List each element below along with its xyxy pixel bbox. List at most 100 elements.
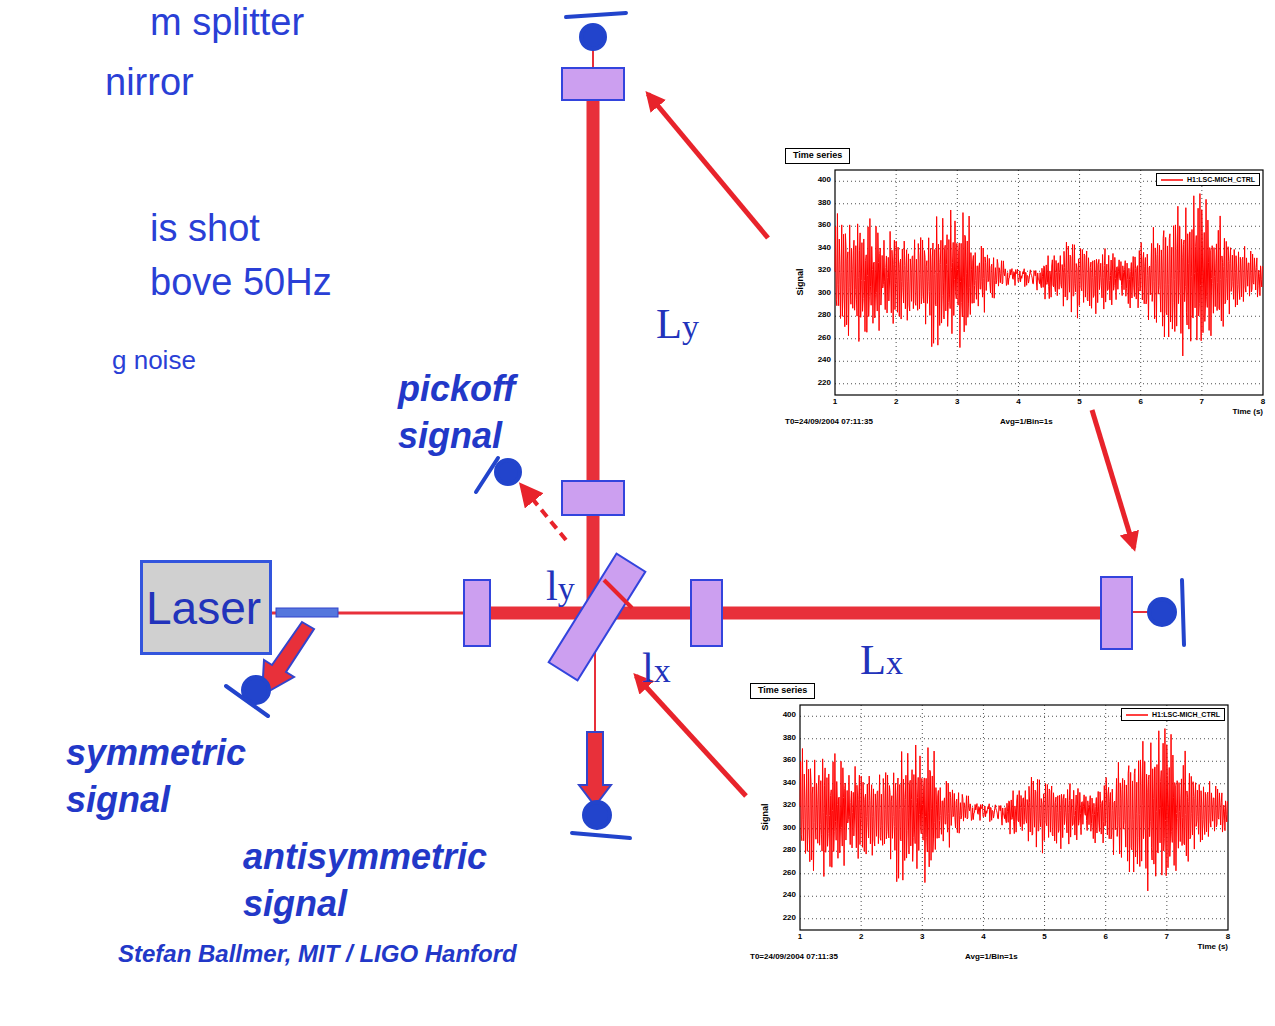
plot-legend: H1:LSC-MICH_CTRL bbox=[1121, 708, 1225, 721]
axis-tick: 400 bbox=[801, 176, 831, 185]
axis-tick: 240 bbox=[766, 891, 796, 900]
grid-line bbox=[835, 203, 1263, 204]
y-input-mirror bbox=[562, 481, 624, 515]
detector-plate bbox=[1182, 580, 1184, 645]
y-arm-beam bbox=[587, 96, 600, 613]
legend-line bbox=[1161, 177, 1183, 183]
signal-label: antisymmetric signal bbox=[243, 834, 573, 928]
photodetector bbox=[581, 25, 605, 49]
axis-tick: 300 bbox=[801, 289, 831, 298]
grid-line bbox=[800, 873, 1228, 874]
axis-tick: 340 bbox=[801, 244, 831, 253]
photodetector bbox=[496, 460, 520, 484]
photodetector bbox=[584, 802, 610, 828]
y-end-mirror bbox=[562, 68, 624, 100]
plot-frame bbox=[750, 683, 1230, 968]
axis-tick: 380 bbox=[801, 199, 831, 208]
plot-frame bbox=[785, 148, 1265, 433]
credit-text: Stefan Ballmer, MIT / LIGO Hanford bbox=[118, 938, 517, 969]
axis-tick: 240 bbox=[801, 356, 831, 365]
callout-arrow bbox=[1092, 410, 1134, 548]
note-text: g noise bbox=[112, 344, 196, 378]
x-input-mirror bbox=[691, 580, 722, 646]
axis-tick: 6 bbox=[1131, 398, 1151, 407]
grid-line bbox=[800, 918, 1228, 919]
legend-line bbox=[1126, 712, 1148, 718]
callout-arrow bbox=[648, 94, 768, 238]
callout-arrow bbox=[636, 676, 746, 796]
axis-title: Time (s) bbox=[1148, 943, 1228, 952]
note-text: m splitter bbox=[150, 0, 304, 47]
grid-line bbox=[835, 361, 1263, 362]
axis-tick: 7 bbox=[1192, 398, 1212, 407]
axis-tick: 260 bbox=[766, 869, 796, 878]
legend-text: H1:LSC-MICH_CTRL bbox=[1187, 176, 1255, 183]
legend-text: H1:LSC-MICH_CTRL bbox=[1152, 711, 1220, 718]
plot-legend: H1:LSC-MICH_CTRL bbox=[1156, 173, 1260, 186]
pickoff-plate bbox=[276, 608, 338, 617]
pickoff-beam bbox=[522, 486, 566, 540]
grid-line bbox=[835, 383, 1263, 384]
detector-plate bbox=[566, 13, 626, 17]
axis-tick: 6 bbox=[1096, 933, 1116, 942]
axis-tick: 300 bbox=[766, 824, 796, 833]
pickoff-beam bbox=[604, 580, 632, 608]
length-label: Lx bbox=[860, 632, 903, 687]
axis-tick: 320 bbox=[801, 266, 831, 275]
grid-line bbox=[835, 338, 1263, 339]
axis-tick: 8 bbox=[1218, 933, 1238, 942]
axis-tick: 7 bbox=[1157, 933, 1177, 942]
plot-title: Time series bbox=[750, 683, 815, 699]
time-series-plot: Time series40038036034032030028026024022… bbox=[750, 683, 1230, 968]
axis-title: Signal bbox=[761, 796, 771, 836]
plot-area bbox=[835, 170, 1263, 395]
note-text: is shot bbox=[150, 204, 260, 253]
axis-tick: 400 bbox=[766, 711, 796, 720]
axis-tick: 340 bbox=[766, 779, 796, 788]
signal-trace bbox=[835, 194, 1263, 356]
grid-line bbox=[800, 896, 1228, 897]
length-label: ly bbox=[546, 558, 575, 613]
axis-tick: 3 bbox=[912, 933, 932, 942]
detector-plate bbox=[476, 458, 498, 492]
axis-tick: 3 bbox=[947, 398, 967, 407]
axis-title: Time (s) bbox=[1183, 408, 1263, 417]
axis-tick: 4 bbox=[973, 933, 993, 942]
detector-plate bbox=[572, 833, 630, 838]
antisymmetric-arrow bbox=[579, 732, 611, 806]
plot-footer: T0=24/09/2004 07:11:35 bbox=[750, 953, 838, 962]
plot-footer: Avg=1/Bin=1s bbox=[965, 953, 1018, 962]
x-end-mirror bbox=[1101, 577, 1132, 649]
grid-line bbox=[835, 226, 1263, 227]
length-label: Ly bbox=[656, 296, 699, 351]
axis-tick: 2 bbox=[851, 933, 871, 942]
time-series-plot: Time series40038036034032030028026024022… bbox=[785, 148, 1265, 433]
grid-line bbox=[983, 705, 984, 930]
axis-tick: 1 bbox=[825, 398, 845, 407]
axis-tick: 8 bbox=[1253, 398, 1273, 407]
grid-line bbox=[800, 761, 1228, 762]
detector-plate bbox=[226, 686, 268, 716]
axis-tick: 360 bbox=[801, 221, 831, 230]
axis-tick: 1 bbox=[790, 933, 810, 942]
note-text: bove 50Hz bbox=[150, 258, 332, 307]
axis-tick: 220 bbox=[801, 379, 831, 388]
axis-tick: 380 bbox=[766, 734, 796, 743]
signal-label: pickoff signal bbox=[398, 366, 573, 460]
axis-tick: 320 bbox=[766, 801, 796, 810]
axis-title: Signal bbox=[796, 261, 806, 301]
plot-footer: Avg=1/Bin=1s bbox=[1000, 418, 1053, 427]
plot-title: Time series bbox=[785, 148, 850, 164]
note-text: nirror bbox=[105, 58, 194, 107]
axis-tick: 260 bbox=[801, 334, 831, 343]
axis-tick: 5 bbox=[1035, 933, 1055, 942]
axis-tick: 5 bbox=[1070, 398, 1090, 407]
axis-tick: 220 bbox=[766, 914, 796, 923]
axis-tick: 360 bbox=[766, 756, 796, 765]
recycling-mirror bbox=[464, 580, 490, 646]
axis-tick: 280 bbox=[801, 311, 831, 320]
grid-line bbox=[800, 738, 1228, 739]
length-label: lx bbox=[642, 640, 671, 695]
signal-trace bbox=[800, 729, 1228, 891]
axis-tick: 2 bbox=[886, 398, 906, 407]
